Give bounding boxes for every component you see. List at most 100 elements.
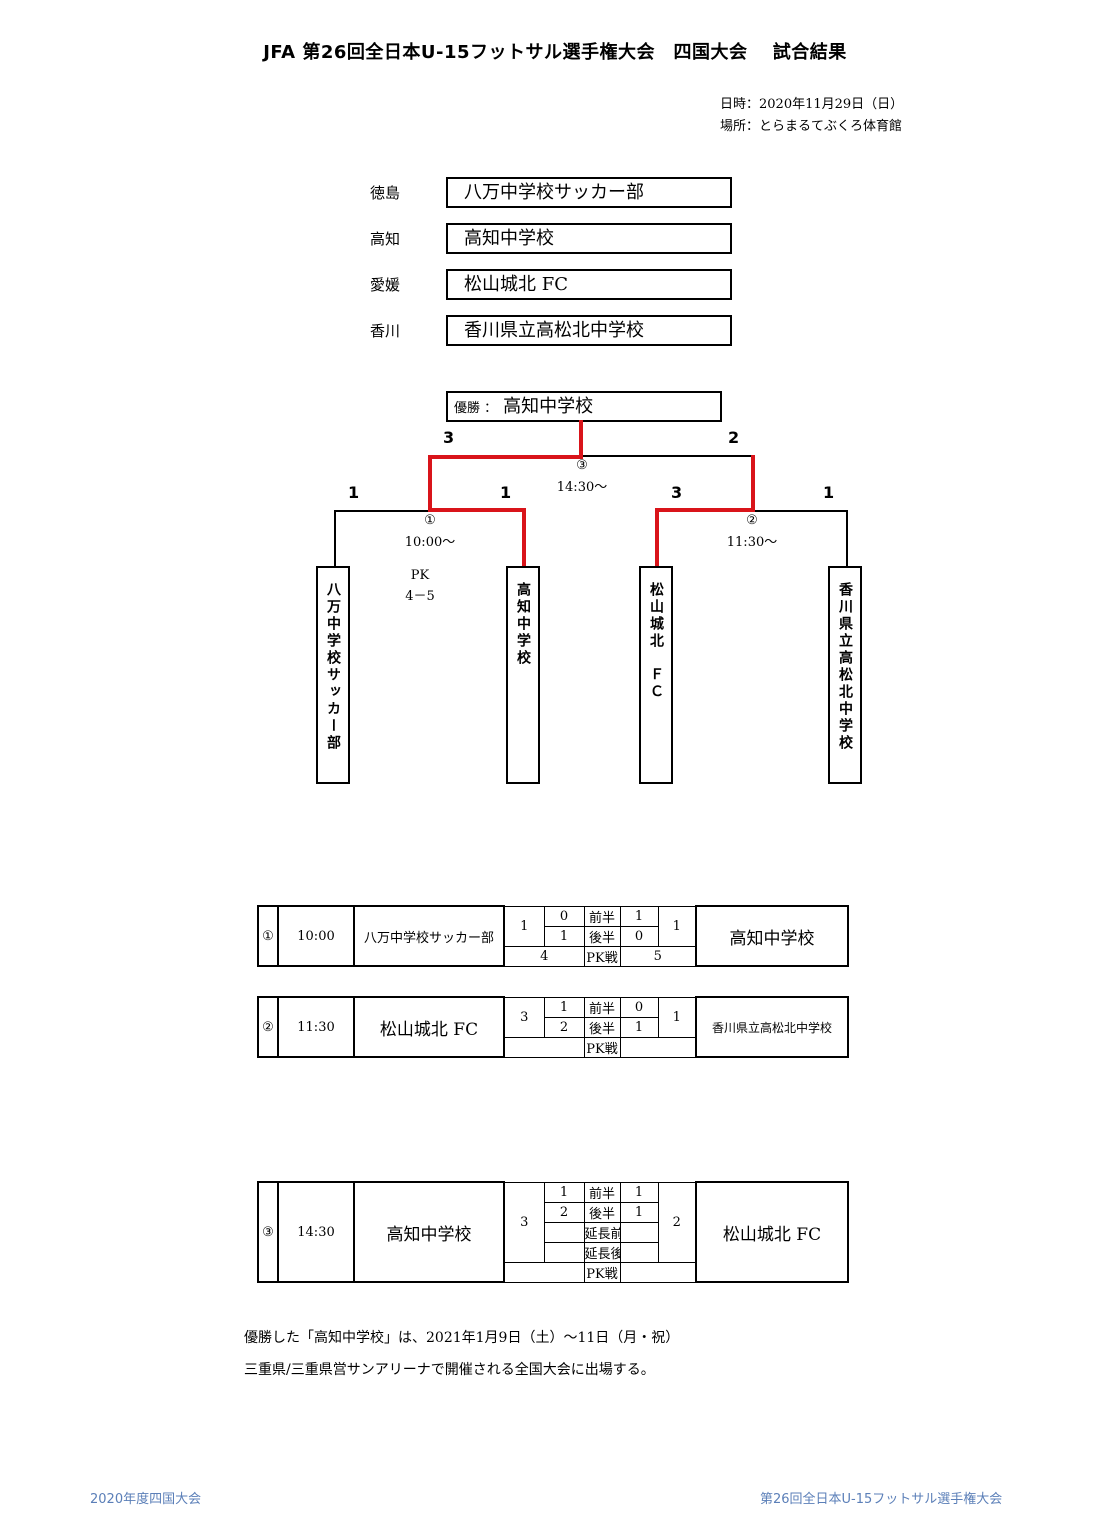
team-box-kagawa: 香川県立高松北中学校 [446,315,732,346]
sf1-match-no: ① [424,513,436,528]
note-line-1: 優勝した「高知中学校」は、2021年1月9日（土）～11日（月・祝） [244,1330,680,1346]
match-time: 11:30 [277,996,355,1058]
winner-line [428,455,432,512]
away-total: 1 [657,996,697,1038]
sf2-score-right: 1 [823,483,835,502]
champion-box: 優勝 ：高知中学校 [446,391,722,422]
bracket-line [846,510,848,568]
second-half-label: 後半 [583,925,621,947]
first-half-label: 前半 [583,905,621,927]
home-second-half: 1 [543,925,585,947]
home-team: 高知中学校 [353,1181,505,1283]
sf1-score-right: 1 [500,483,512,502]
second-half-label: 後半 [583,1016,621,1038]
winner-line [655,508,755,512]
away-second-half: 1 [619,1201,659,1223]
final-match-no: ③ [576,458,588,473]
home-first-half: 1 [543,996,585,1018]
result-table-1: ① 10:00 八万中学校サッカー部 1 0 前半 1 1 高知中学校 1 後半… [257,905,849,967]
sf2-match-no: ② [746,513,758,528]
entry-box-kagawa: 香川県立高松北中学校 [828,566,862,784]
bracket-line [752,510,848,512]
away-et1 [619,1221,659,1243]
away-pk [619,1036,697,1058]
away-pk [619,1261,697,1283]
away-team: 香川県立高松北中学校 [695,996,849,1058]
pref-kagawa: 香川 [370,322,401,340]
second-half-label: 後半 [583,1201,621,1223]
bracket-line [334,510,336,568]
note-line-2: 三重県/三重県営サンアリーナで開催される全国大会に出場する。 [244,1362,655,1378]
entry-name: 高知中学校 [515,582,531,667]
winner-line [428,508,526,512]
entry-box-hachiman: 八万中学校サッカー部 [316,566,350,784]
sf1-match-time: 10:00～ [404,535,456,550]
sf1-pk-score: 4－5 [405,589,435,604]
team-box-ehime: 松山城北 FC [446,269,732,300]
winner-line [655,508,659,568]
footer-right: 第26回全日本U-15フットサル選手権大会 [760,1492,1003,1507]
sf1-pk-label: PK [410,568,430,583]
home-pk: 4 [503,945,585,967]
team-box-kochi: 高知中学校 [446,223,732,254]
final-score-right: 2 [728,428,740,447]
result-table-final: ③ 14:30 高知中学校 3 1 前半 1 2 松山城北 FC 2 後半 1 … [257,1181,849,1283]
match-time: 10:00 [277,905,355,967]
home-second-half: 2 [543,1016,585,1038]
match-no: ① [257,905,279,967]
match-date: 日時：2020年11月29日（日） [720,97,904,112]
entry-name: 香川県立高松北中学校 [837,582,853,752]
home-second-half: 2 [543,1201,585,1223]
et2-label: 延長後半 [583,1241,621,1263]
sf2-score-left: 3 [671,483,683,502]
page-title: JFA 第26回全日本U-15フットサル選手権大会 四国大会 試合結果 [263,42,847,63]
final-score-left: 3 [443,428,455,447]
away-first-half: 1 [619,1181,659,1203]
team-box-tokushima: 八万中学校サッカー部 [446,177,732,208]
pref-ehime: 愛媛 [370,276,401,294]
away-pk: 5 [619,945,697,967]
home-et1 [543,1221,585,1243]
away-first-half: 1 [619,905,659,927]
sf1-score-left: 1 [348,483,360,502]
entry-name: 松山城北 ＦＣ [648,582,664,701]
winner-line [522,508,526,568]
home-total: 3 [503,1181,545,1263]
sf2-match-time: 11:30～ [726,535,778,550]
first-half-label: 前半 [583,996,621,1018]
home-total: 1 [503,905,545,947]
home-et2 [543,1241,585,1263]
footer-left: 2020年度四国大会 [90,1492,202,1507]
et1-label: 延長前半 [583,1221,621,1243]
home-first-half: 0 [543,905,585,927]
first-half-label: 前半 [583,1181,621,1203]
home-team: 松山城北 FC [353,996,505,1058]
winner-line [751,455,755,512]
pref-tokushima: 徳島 [370,184,401,202]
home-team: 八万中学校サッカー部 [353,905,505,967]
pk-label: PK戦 [583,1036,621,1058]
pk-label: PK戦 [583,945,621,967]
home-pk [503,1261,585,1283]
match-no: ② [257,996,279,1058]
entry-name: 八万中学校サッカー部 [325,582,341,752]
champion-name: 高知中学校 [503,396,594,417]
away-second-half: 1 [619,1016,659,1038]
entry-box-kochi: 高知中学校 [506,566,540,784]
home-pk [503,1036,585,1058]
home-total: 3 [503,996,545,1038]
away-et2 [619,1241,659,1263]
entry-box-matsuyama: 松山城北 ＦＣ [639,566,673,784]
away-total: 2 [657,1181,697,1263]
final-match-time: 14:30～ [556,480,608,495]
bracket-line [580,455,754,457]
winner-line [579,420,583,457]
result-table-2: ② 11:30 松山城北 FC 3 1 前半 0 1 香川県立高松北中学校 2 … [257,996,849,1058]
pk-label: PK戦 [583,1261,621,1283]
away-team: 高知中学校 [695,905,849,967]
winner-line [428,455,583,459]
match-time: 14:30 [277,1181,355,1283]
match-no: ③ [257,1181,279,1283]
pref-kochi: 高知 [370,230,401,248]
